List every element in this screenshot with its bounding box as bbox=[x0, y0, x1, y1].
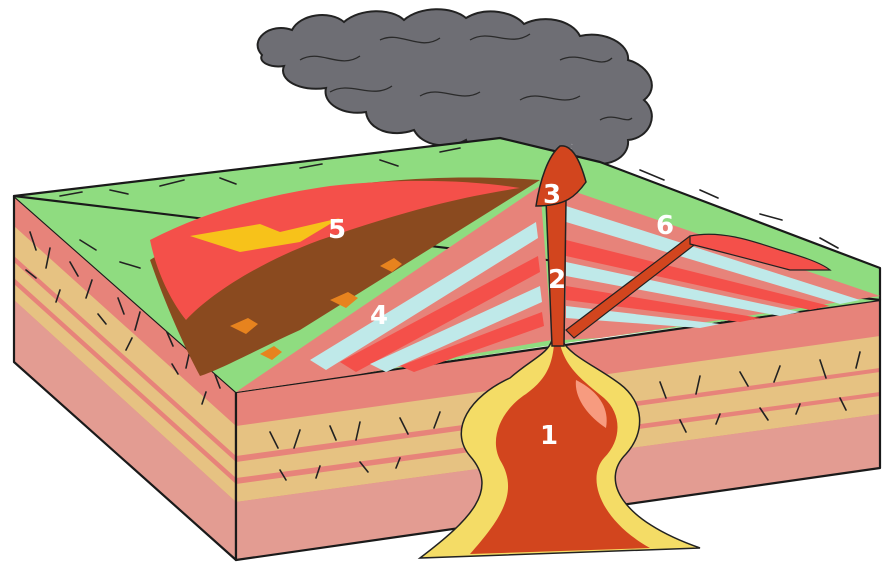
label-lava-flow: 4 bbox=[370, 301, 388, 331]
label-magma-chamber: 1 bbox=[540, 421, 558, 451]
callout-labels: 1 2 3 4 5 6 bbox=[328, 180, 674, 451]
label-vent: 3 bbox=[543, 180, 561, 210]
label-side-vent: 6 bbox=[656, 211, 674, 241]
label-lava-surface: 5 bbox=[328, 215, 346, 245]
label-conduit: 2 bbox=[548, 265, 566, 295]
magma-system bbox=[417, 145, 832, 559]
cross-section bbox=[150, 177, 880, 392]
rock-cracks bbox=[25, 231, 861, 481]
